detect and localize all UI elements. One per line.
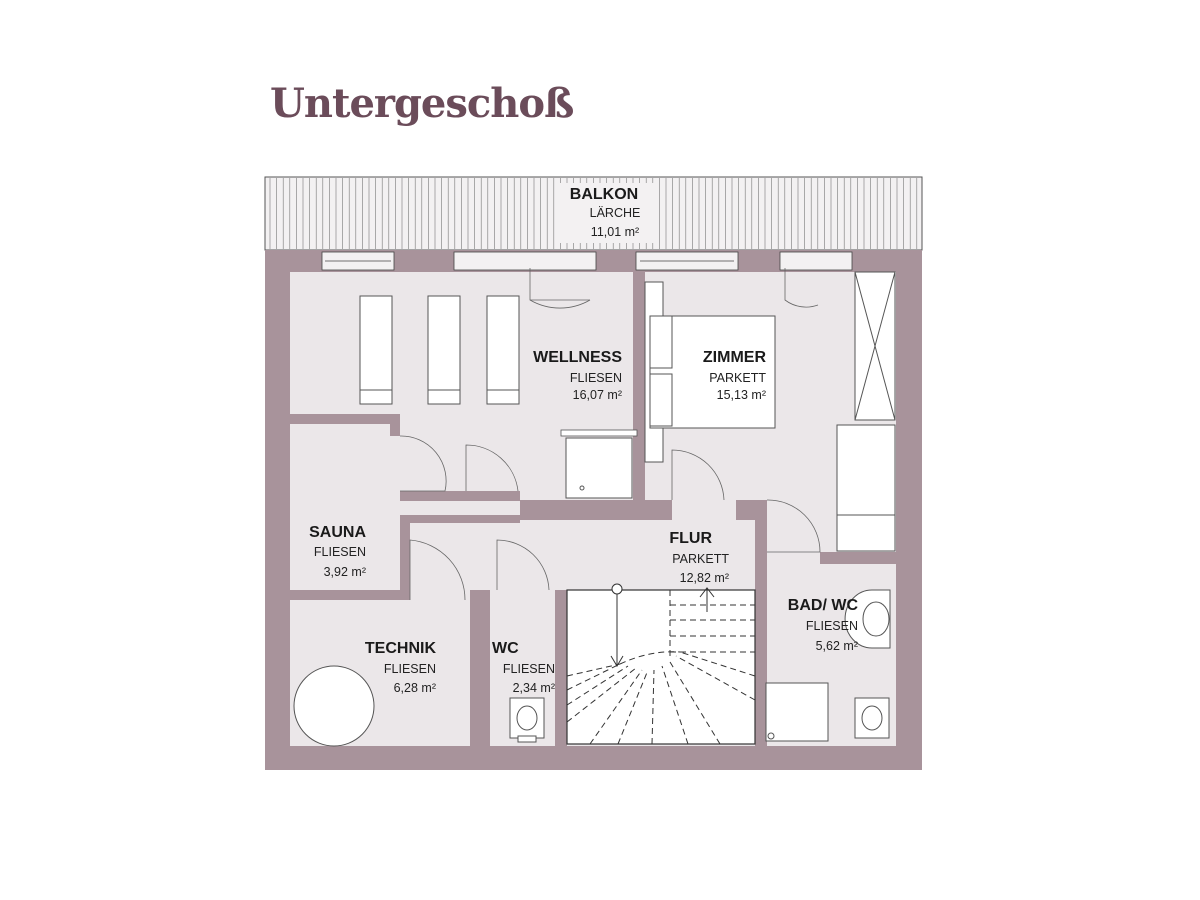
room-material: FLIESEN [806, 619, 858, 633]
room-material: FLIESEN [503, 662, 555, 676]
room-area: 2,34 m² [513, 681, 555, 695]
room-material: FLIESEN [384, 662, 436, 676]
room-material: FLIESEN [314, 545, 366, 559]
interior-walls [290, 272, 896, 746]
room-name: BAD/ WC [788, 597, 859, 614]
room-name: SAUNA [309, 524, 366, 541]
label-sauna: SAUNA FLIESEN 3,92 m² [309, 524, 366, 579]
room-name: WELLNESS [533, 349, 622, 366]
shower-wellness [560, 429, 638, 499]
label-flur: FLUR PARKETT 12,82 m² [669, 530, 729, 585]
label-wc: WC FLIESEN 2,34 m² [492, 640, 555, 695]
bad-fixtures [765, 589, 891, 742]
room-area: 6,28 m² [394, 681, 436, 695]
page-title: Untergeschoß [270, 80, 574, 127]
label-balkon: BALKON LÄRCHE 11,01 m² [570, 186, 641, 239]
doors [399, 268, 821, 601]
label-technik: TECHNIK FLIESEN 6,28 m² [365, 640, 437, 695]
room-area: 3,92 m² [324, 565, 366, 579]
room-name: TECHNIK [365, 640, 437, 657]
room-name: FLUR [669, 530, 712, 547]
wc-toilet [509, 697, 545, 743]
room-material: PARKETT [709, 371, 766, 385]
balcony-deck [264, 176, 923, 251]
label-zimmer: ZIMMER PARKETT 15,13 m² [703, 349, 767, 402]
room-area: 15,13 m² [717, 388, 766, 402]
windows [321, 251, 853, 271]
label-badwc: BAD/ WC FLIESEN 5,62 m² [788, 597, 859, 653]
room-name: ZIMMER [703, 349, 767, 366]
label-wellness: WELLNESS FLIESEN 16,07 m² [533, 349, 622, 402]
room-name: BALKON [570, 186, 638, 203]
zimmer-furniture [644, 271, 896, 552]
room-area: 11,01 m² [591, 225, 639, 239]
balcony-label-backing [555, 183, 655, 243]
room-name: WC [492, 640, 519, 657]
staircase [566, 583, 756, 745]
wellness-loungers [359, 295, 520, 405]
room-material: LÄRCHE [590, 206, 641, 220]
room-material: FLIESEN [570, 371, 622, 385]
room-area: 16,07 m² [573, 388, 622, 402]
room-area: 12,82 m² [680, 571, 729, 585]
technik-tank [293, 665, 375, 747]
room-area: 5,62 m² [816, 639, 858, 653]
room-material: PARKETT [672, 552, 729, 566]
